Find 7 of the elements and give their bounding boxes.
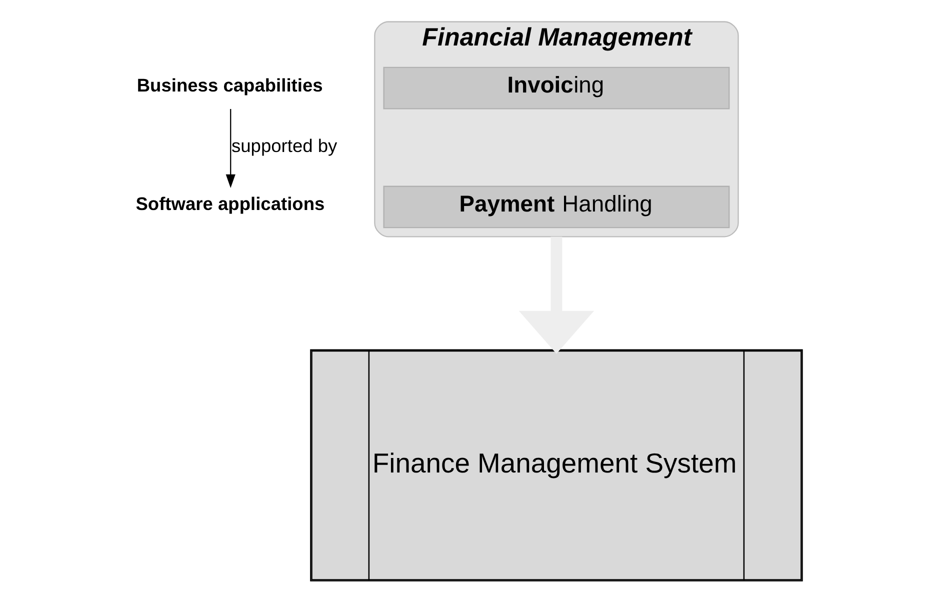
node-text: Software applications [136,193,325,214]
node-box: Invoicing [383,66,730,110]
node-text: Business capabilities [136,74,323,96]
arrow [518,236,594,354]
arrow [226,108,236,188]
edge-label: supported by [232,134,338,156]
node-box: Payment Handling [383,186,730,228]
